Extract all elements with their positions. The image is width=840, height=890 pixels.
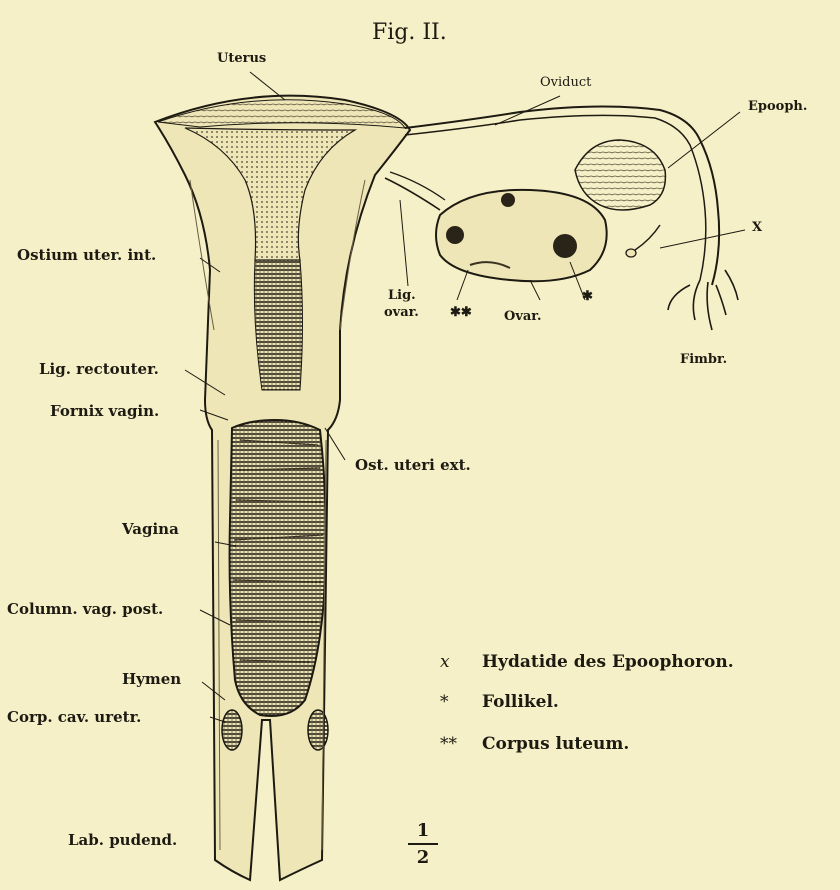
label-fornix-vagin: Fornix vagin. [50,404,159,419]
fraction-bar [408,843,438,845]
hydatide [626,225,660,257]
epoophoron [575,140,665,210]
ovary [436,190,607,281]
label-corp-cav-uretr: Corp. cav. uretr. [7,710,141,725]
label-corpus-luteum-mark: ✱✱ [450,306,472,319]
label-lig-2: ovar. [384,306,419,319]
label-column-vag-post: Column. vag. post. [7,602,163,617]
legend-symbol: ** [440,734,482,754]
label-ostium-uter-int: Ostium uter. int. [17,248,156,263]
legend-item-corpus-luteum: **Corpus luteum. [440,734,629,754]
label-x: X [752,221,762,234]
figure-title: Fig. II. [372,20,447,45]
ovarian-ligament [385,172,445,210]
label-uterus: Uterus [217,52,266,65]
label-hymen: Hymen [122,672,181,687]
label-ost-uteri-ext: Ost. uteri ext. [355,458,471,473]
scale-numerator: 1 [417,820,430,841]
label-lig-rectouter: Lig. rectouter. [39,362,159,377]
legend-symbol: x [440,652,482,672]
legend-item-follikel: *Follikel. [440,692,559,712]
legend-text: Follikel. [482,692,559,712]
label-lig-1: Lig. [388,289,416,302]
scale-denominator: 2 [417,847,430,868]
label-fimbr: Fimbr. [680,353,727,366]
label-lab-pudend: Lab. pudend. [68,833,177,848]
scale-fraction: 1 2 [408,820,438,868]
label-ovar: Ovar. [504,310,541,323]
label-oviduct: Oviduct [540,76,591,89]
legend-text: Corpus luteum. [482,734,629,754]
legend-text: Hydatide des Epoophoron. [482,652,734,672]
label-follikel-mark: ✱ [582,290,593,303]
legend-symbol: * [440,692,482,712]
label-epooph: Epooph. [748,100,807,113]
label-vagina: Vagina [122,522,179,537]
uterus-body [155,96,410,880]
